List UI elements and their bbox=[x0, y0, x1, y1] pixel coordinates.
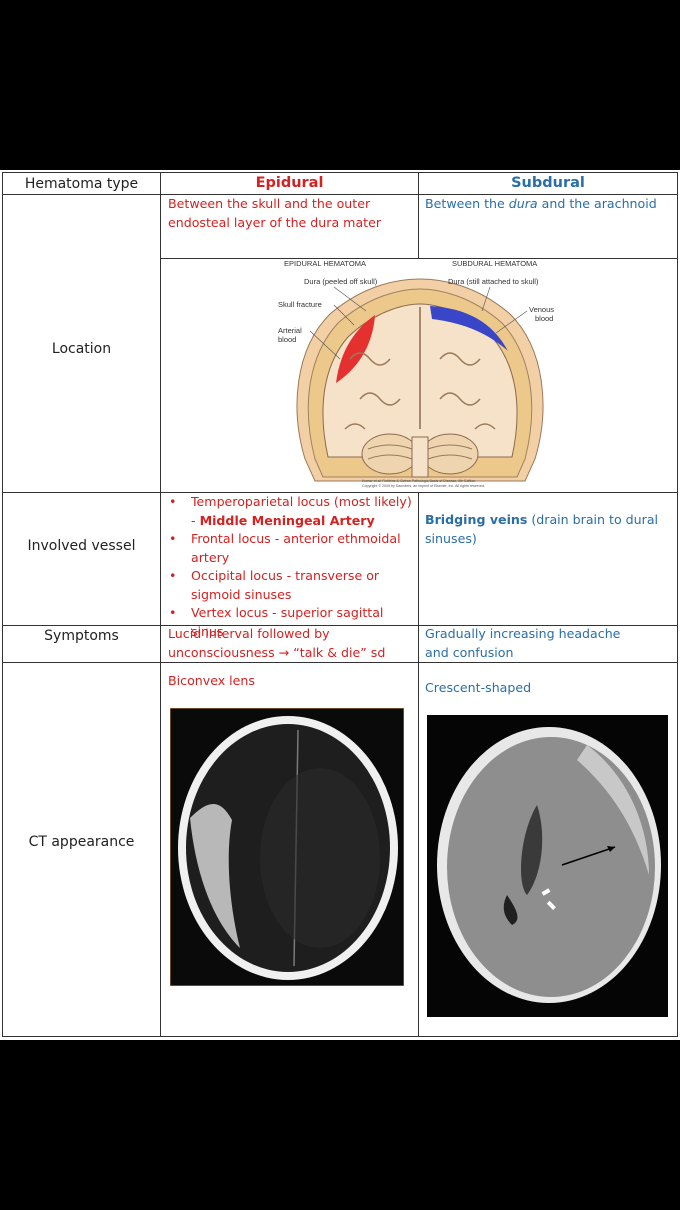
subdural-ct-scan-image bbox=[427, 715, 668, 1017]
row-label-location: Location bbox=[51, 341, 112, 357]
subdural-location-text: Between the dura and the arachnoid bbox=[425, 196, 657, 211]
row-label-symptoms: Symptoms bbox=[44, 628, 119, 644]
vessel-item-frontal: •Frontal locus - anterior ethmoidal arte… bbox=[169, 531, 401, 565]
subdural-vessel-text: Bridging veins (drain brain to dural sin… bbox=[425, 512, 659, 546]
diagram-credit-2: Copyright © 2009 by Saunders, an imprint… bbox=[362, 484, 485, 488]
header-hematoma-type: Hematoma type bbox=[24, 176, 139, 192]
header-epidural: Epidural bbox=[255, 175, 324, 191]
diagram-skull-fracture-label: Skull fracture bbox=[278, 300, 322, 309]
diagram-credit-1: Kumar et al: Robbins & Cotran Pathologic… bbox=[362, 479, 476, 483]
diagram-epidural-title: EPIDURAL HEMATOMA bbox=[284, 259, 366, 268]
row-label-ct-appearance: CT appearance bbox=[28, 834, 135, 850]
subdural-ct-text: Crescent-shaped bbox=[425, 680, 532, 695]
diagram-subdural-title: SUBDURAL HEMATOMA bbox=[452, 259, 537, 268]
hematoma-comparison-table: Hematoma type Epidural Subdural Location… bbox=[0, 170, 680, 1040]
diagram-venous-label-1: Venous bbox=[529, 305, 554, 314]
diagram-dura-attached-label: Dura (still attached to skull) bbox=[448, 277, 539, 286]
diagram-arterial-label-1: Arterial bbox=[278, 326, 302, 335]
epidural-location-text: Between the skull and the outer endostea… bbox=[168, 196, 382, 230]
epidural-vessel-list: •Temperoparietal locus (most likely)- Mi… bbox=[161, 493, 417, 641]
diagram-arterial-label-2: blood bbox=[278, 335, 296, 344]
subdural-symptoms-text: Gradually increasing headache and confus… bbox=[425, 626, 621, 660]
hematoma-anatomy-diagram: EPIDURAL HEMATOMA SUBDURAL HEMATOMA Dura… bbox=[278, 259, 554, 488]
diagram-venous-label-2: blood bbox=[535, 314, 553, 323]
epidural-hyperdense-lens bbox=[190, 804, 240, 948]
vessel-item-vertex: •Vertex locus - superior sagittal sinus bbox=[169, 605, 384, 639]
subdural-crescent-region bbox=[577, 745, 649, 875]
epidural-ct-scan-image bbox=[170, 708, 404, 986]
ct-arrow-indicator bbox=[561, 846, 616, 866]
vessel-item-temperoparietal: •Temperoparietal locus (most likely)- Mi… bbox=[169, 494, 412, 528]
epidural-blood-lens bbox=[336, 315, 375, 383]
subdural-blood-crescent bbox=[430, 306, 508, 351]
vessel-item-occipital: •Occipital locus - transverse or sigmoid… bbox=[169, 568, 380, 602]
diagram-dura-peeled-label: Dura (peeled off skull) bbox=[304, 277, 378, 286]
header-subdural: Subdural bbox=[511, 175, 585, 191]
epidural-symptoms-text: Lucid interval followed by unconsciousne… bbox=[168, 626, 386, 660]
epidural-ct-text: Biconvex lens bbox=[168, 673, 255, 688]
row-label-involved-vessel: Involved vessel bbox=[27, 538, 136, 554]
arrow-right-icon: → bbox=[278, 644, 290, 660]
